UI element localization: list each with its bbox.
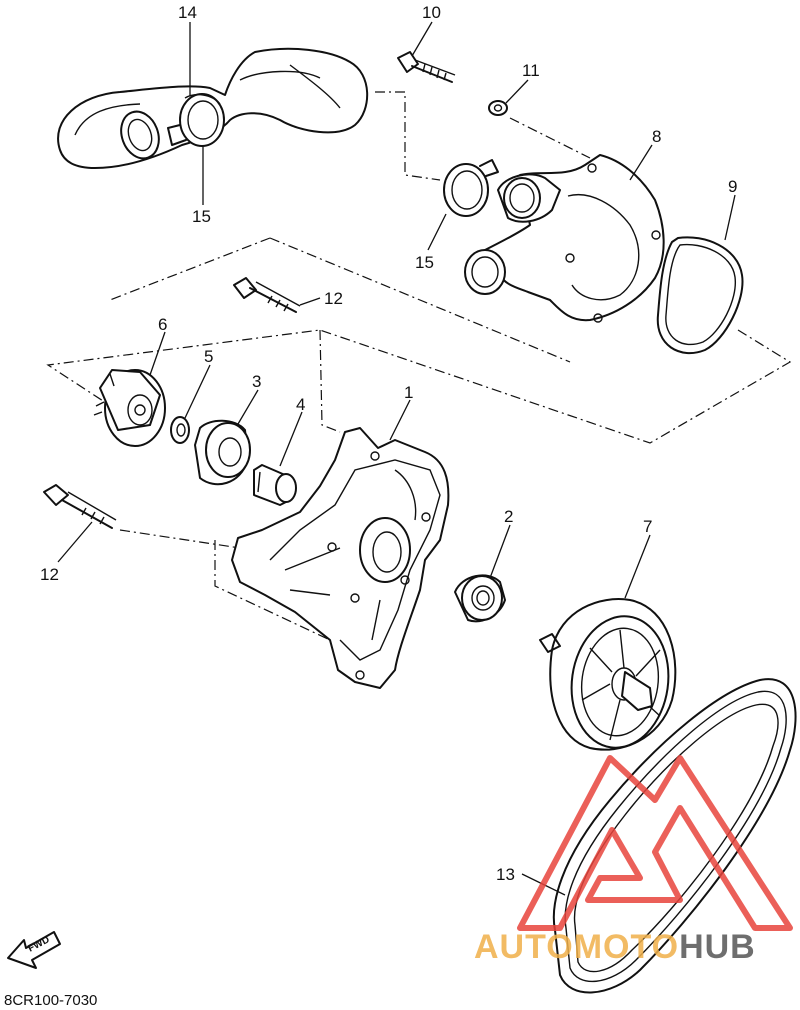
- bearing-2: [454, 574, 506, 623]
- callout-13: 13: [496, 865, 515, 884]
- pump-housing-1: [231, 427, 450, 689]
- watermark-text-suffix: HUB: [679, 928, 756, 966]
- watermark-triangle-logo: [517, 755, 793, 931]
- callout-1: 1: [404, 383, 413, 402]
- callout-6: 6: [158, 315, 167, 334]
- callout-15-lower: 15: [415, 253, 434, 272]
- callout-3: 3: [252, 372, 261, 391]
- callout-8: 8: [652, 127, 661, 146]
- watermark-text-main: AUTOMOTO: [474, 928, 679, 966]
- mechanical-seal-3: [194, 419, 251, 486]
- callout-9: 9: [728, 177, 737, 196]
- impeller-6: [93, 369, 166, 447]
- diagram-code: 8CR100-7030: [4, 992, 97, 1009]
- callout-7: 7: [643, 517, 652, 536]
- callout-11: 11: [522, 61, 540, 80]
- callout-12-upper: 12: [324, 289, 343, 308]
- bolt-12-lower: [43, 484, 117, 529]
- forward-direction-arrow: FWD: [7, 931, 61, 969]
- gasket-9: [656, 236, 744, 355]
- collar-4: [253, 464, 297, 506]
- leader-lines: [57, 21, 736, 896]
- assembly-reference-lines: [46, 91, 792, 641]
- pump-cover: [464, 154, 665, 323]
- bolt-12-upper: [233, 277, 301, 313]
- callout-12-lower: 12: [40, 565, 59, 584]
- bolt-10: [397, 51, 456, 83]
- pulley-7: [539, 598, 677, 751]
- seal-washer-5: [170, 416, 190, 444]
- callout-labels: 14 15 10 11 8 9 15 12 6 5 3 4 1 12 2 7 1…: [40, 3, 737, 884]
- hose-clamp-upper: [167, 93, 225, 147]
- callout-14: 14: [178, 3, 197, 22]
- watermark-text: AUTOMOTOHUB: [474, 928, 756, 966]
- callout-10: 10: [422, 3, 441, 22]
- hose-clamp-lower: [443, 159, 499, 217]
- callout-2: 2: [504, 507, 513, 526]
- washer-11: [488, 100, 508, 116]
- automotohub-watermark: AUTOMOTOHUB: [474, 755, 793, 966]
- callout-5: 5: [204, 347, 213, 366]
- callout-4: 4: [296, 395, 305, 414]
- callout-15-upper: 15: [192, 207, 211, 226]
